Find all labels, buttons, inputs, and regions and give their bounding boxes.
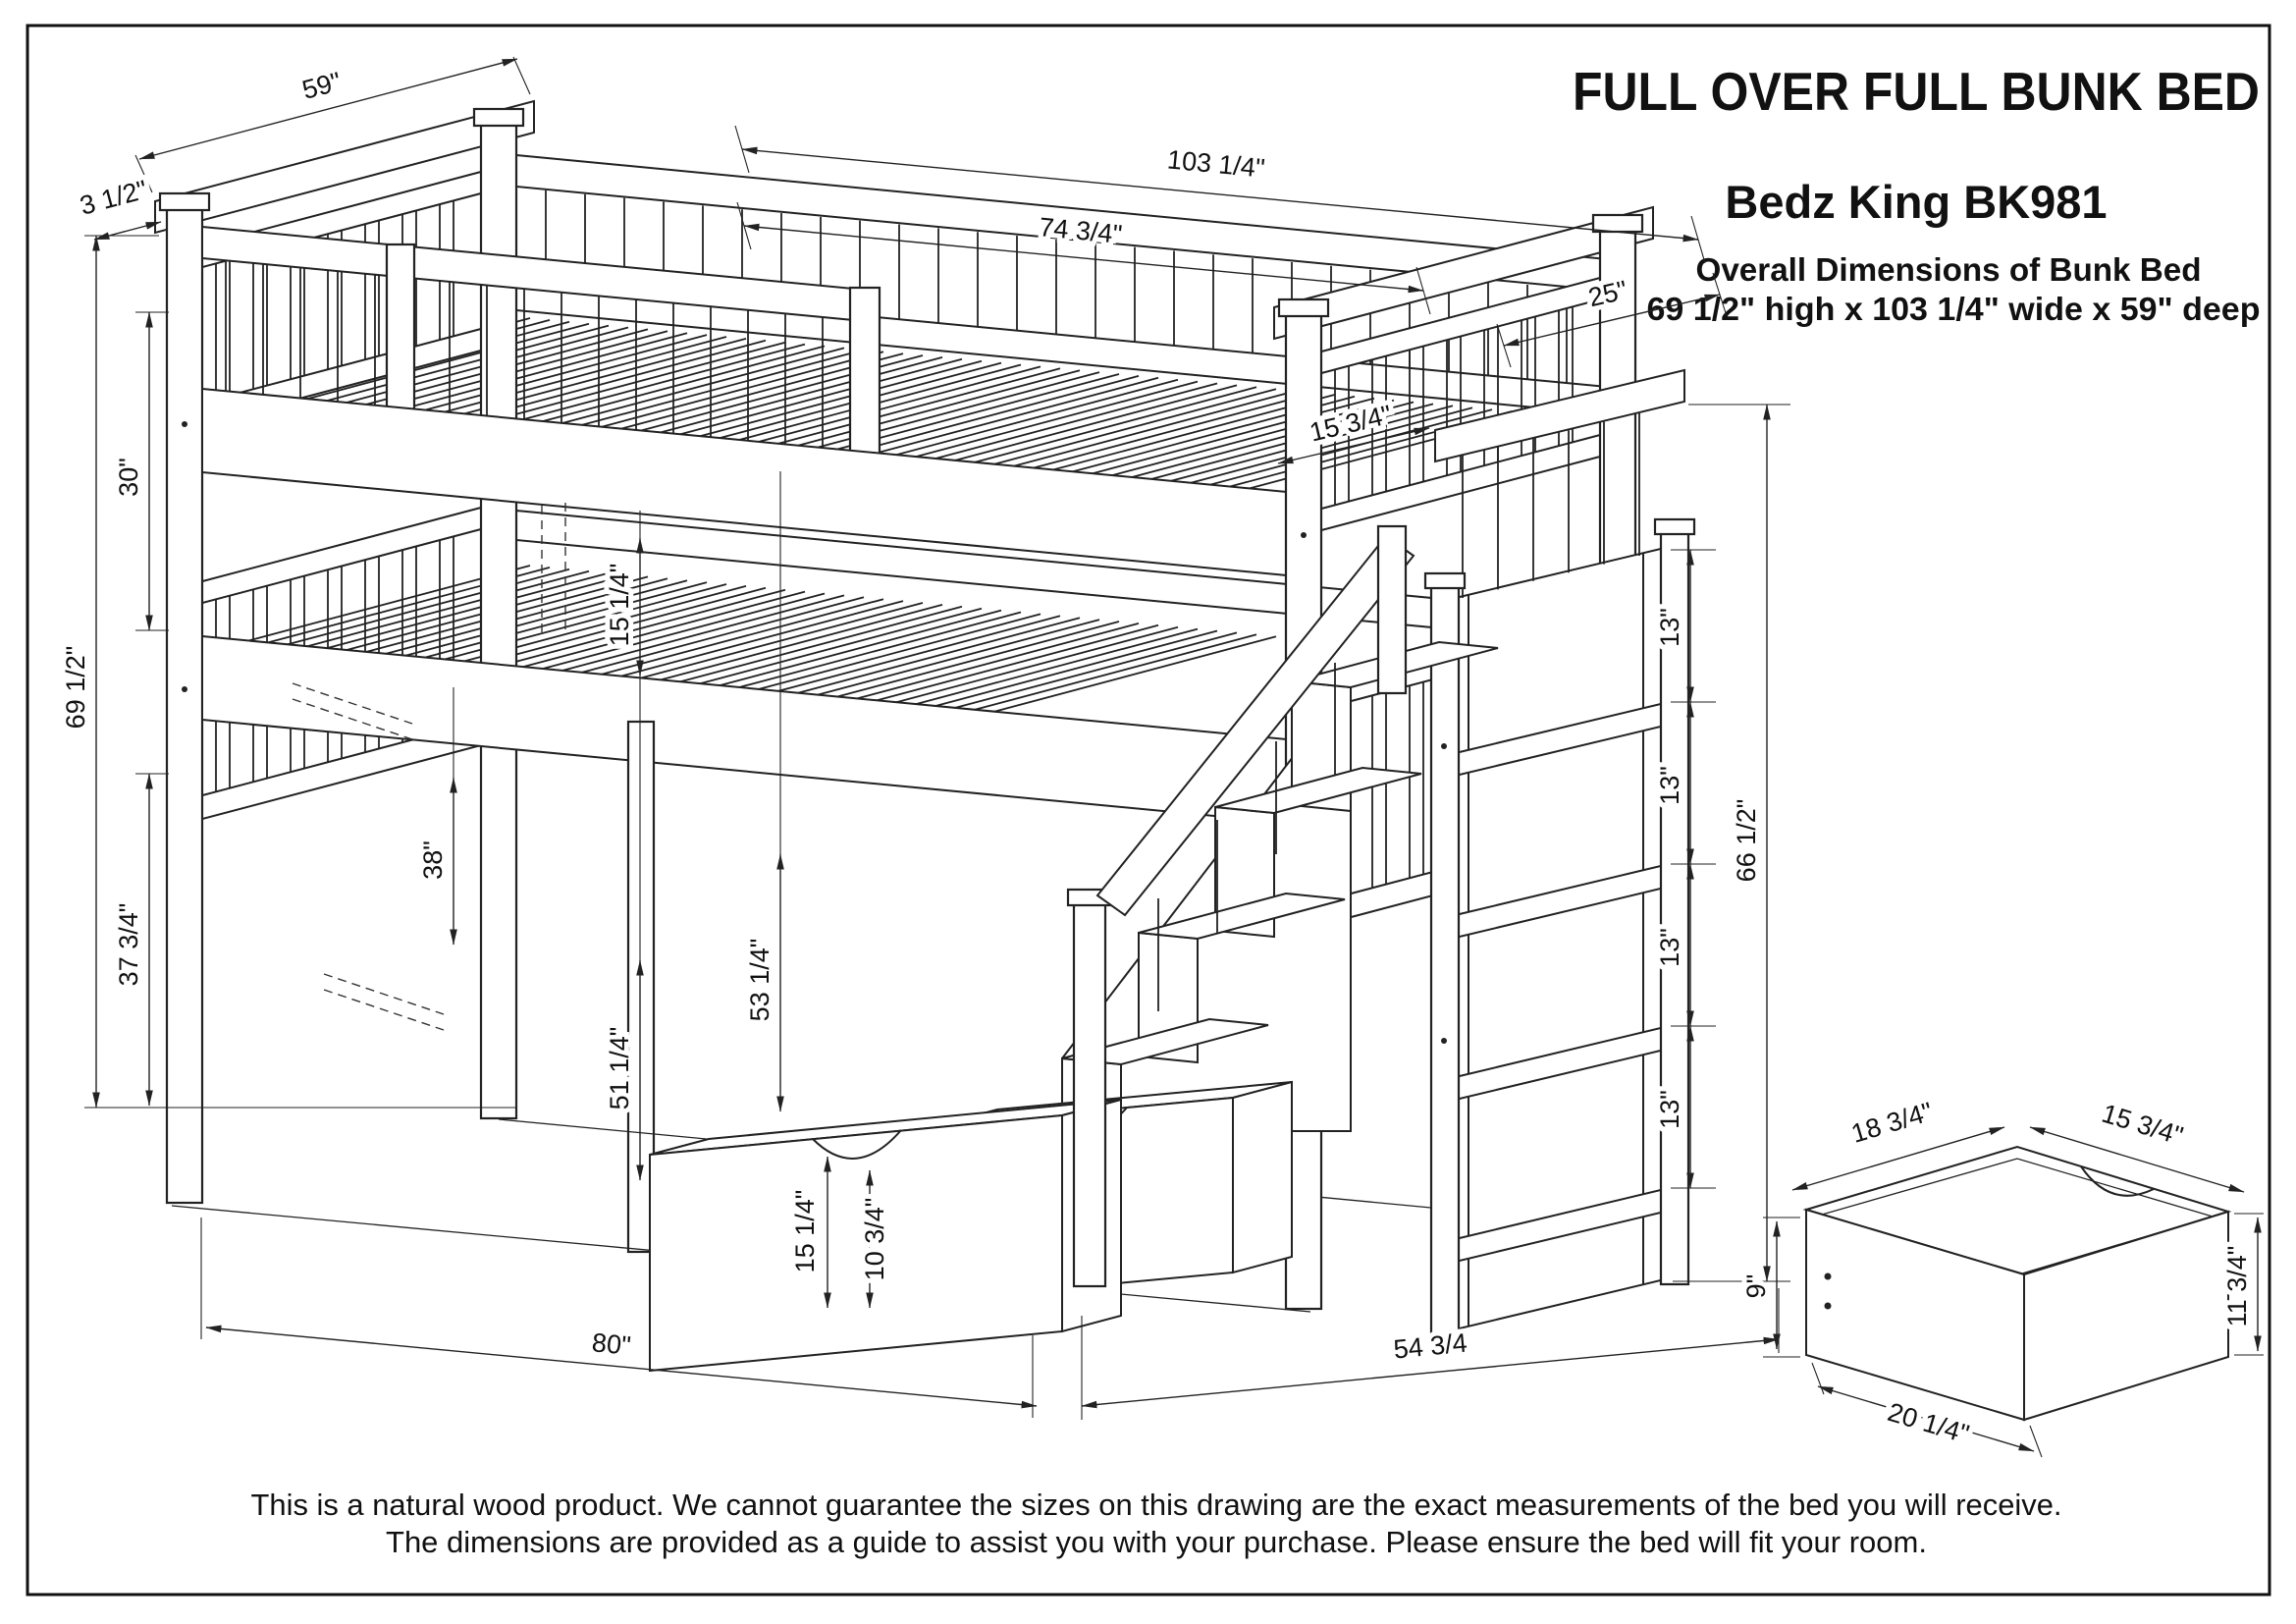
note-line-2: The dimensions are provided as a guide t… <box>386 1525 1927 1559</box>
stair-newel-post <box>1072 899 1107 1288</box>
model-number: Bedz King BK981 <box>1725 176 2107 228</box>
stair-rail-spindles <box>1157 663 1336 1011</box>
stair-top-guard-rail <box>1434 368 1685 463</box>
dimension-lines <box>92 58 2262 1452</box>
dim-shelf-spacing-3: 13" <box>1655 928 1684 967</box>
dim-under-bunk-clearance: 38" <box>418 840 448 880</box>
stair-tread-3 <box>1214 766 1422 815</box>
dim-shelf-spacing-4: 13" <box>1655 1090 1684 1129</box>
dim-drawer-depth: 18 3/4" <box>1848 1097 1937 1149</box>
dim-headboard-width: 59" <box>299 67 345 105</box>
note-line-1: This is a natural wood product. We canno… <box>251 1488 2062 1522</box>
dim-shelf-spacing-1: 13" <box>1655 608 1684 647</box>
hidden-edge-lines <box>292 503 566 1031</box>
dim-drawer-back-height: 11 3/4" <box>2222 1246 2252 1327</box>
lower-bunk-slats <box>235 565 1277 717</box>
dim-upper-bunk-height: 53 1/4" <box>745 939 774 1022</box>
dim-stair-unit-height: 66 1/2" <box>1732 799 1761 883</box>
dim-drawer-height: 10 3/4" <box>860 1198 889 1281</box>
stair-handrail <box>1095 534 1415 917</box>
stair-shelf-unit <box>1423 368 1696 1340</box>
footer-notes: This is a natural wood product. We canno… <box>251 1488 2062 1559</box>
dim-lower-rail-height: 51 1/4" <box>605 1027 634 1110</box>
dim-shelf-spacing-2: 13" <box>1655 766 1684 805</box>
drawer-handle-cutout <box>812 1129 902 1160</box>
dim-bed-floor-length: 80" <box>591 1327 632 1361</box>
title-block: FULL OVER FULL BUNK BED Bedz King BK981 … <box>1573 61 2261 327</box>
dim-overall-width: 103 1/4" <box>1166 144 1266 183</box>
stair-railing <box>1066 524 1415 1288</box>
dim-overall-height: 69 1/2" <box>61 646 90 730</box>
dim-stair-floor-length: 54 3/4 <box>1392 1328 1468 1365</box>
overall-dimensions-heading: Overall Dimensions of Bunk Bed <box>1696 251 2202 288</box>
sheet-border <box>26 24 2271 1597</box>
dim-drawer-width: 15 3/4" <box>2099 1099 2187 1151</box>
top-bunk-front-rails <box>201 225 1308 579</box>
stair-tread-2 <box>1138 892 1346 941</box>
dim-lower-section-height: 37 3/4" <box>114 903 143 987</box>
dim-post-width: 3 1/2" <box>77 175 150 221</box>
dim-bunk-gap: 15 1/4" <box>605 564 634 647</box>
page-title: FULL OVER FULL BUNK BED <box>1573 61 2260 122</box>
overall-dimensions-value: 69 1/2" high x 103 1/4" wide x 59" deep <box>1647 291 2261 327</box>
dim-drawer-opening-height: 15 1/4" <box>790 1190 820 1273</box>
dim-upper-section-height: 30" <box>114 458 143 497</box>
dim-drawer-front-width: 20 1/4" <box>1885 1397 1973 1449</box>
dim-drawer-front-height: 9" <box>1741 1274 1771 1299</box>
drawer-detail <box>1802 1145 2232 1422</box>
